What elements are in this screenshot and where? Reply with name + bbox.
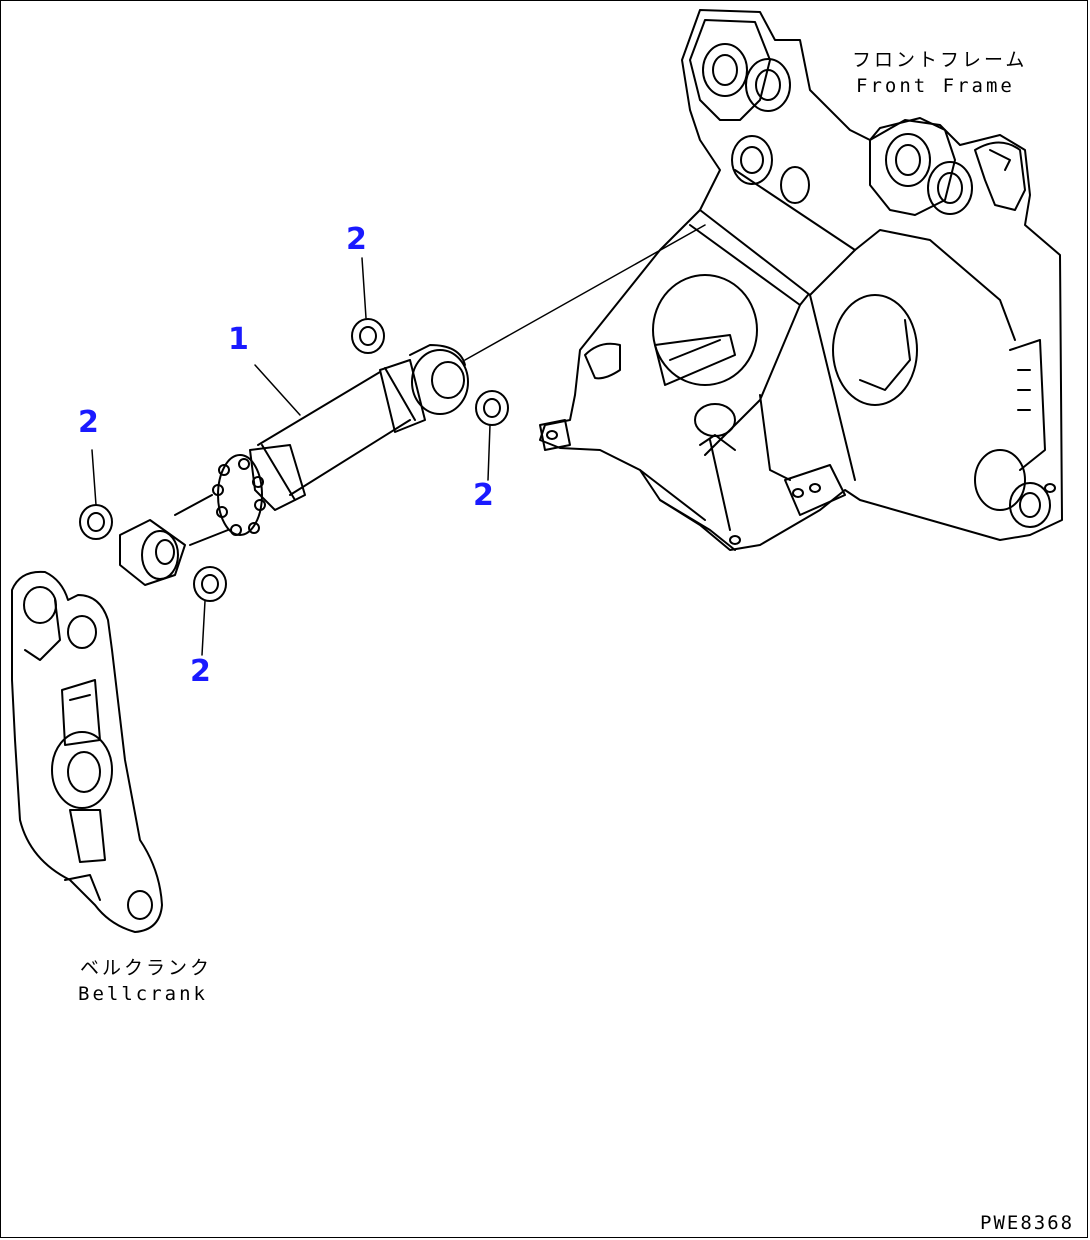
callout-1-cylinder[interactable]: 1 [228, 322, 249, 357]
front-frame-drawing [539, 9, 1063, 551]
callout-2-washer-right[interactable]: 2 [473, 478, 494, 513]
callout-2-washer-top[interactable]: 2 [346, 222, 367, 257]
front-frame-label-jp: フロントフレーム [852, 49, 1028, 71]
bellcrank-drawing [11, 570, 163, 933]
hydraulic-cylinder-drawing [119, 344, 469, 586]
bellcrank-label-en: Bellcrank [78, 983, 208, 1005]
bellcrank-label-jp: ベルクランク [80, 957, 213, 979]
washer-drawings [79, 257, 509, 656]
callout-2-washer-left[interactable]: 2 [78, 405, 99, 440]
callout-2-washer-bottom[interactable]: 2 [190, 654, 211, 689]
front-frame-label-en: Front Frame [856, 75, 1015, 97]
alignment-line [464, 224, 706, 361]
drawing-code: PWE8368 [980, 1212, 1075, 1234]
